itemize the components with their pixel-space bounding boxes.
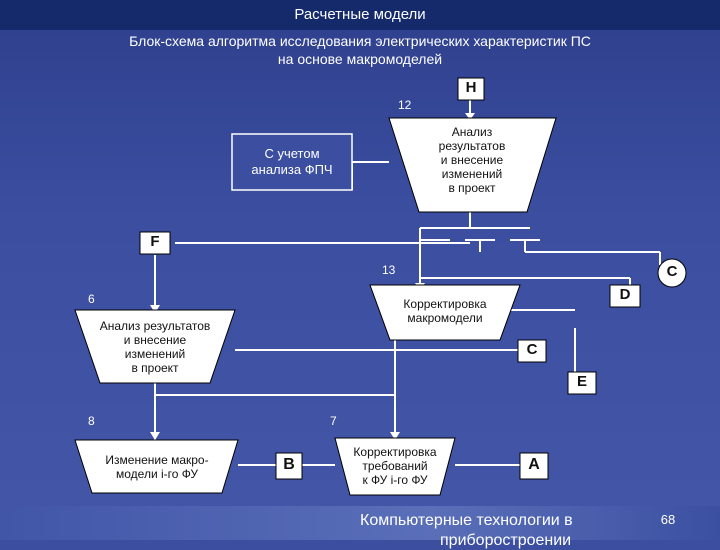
block-6-line: Анализ результатов	[99, 319, 211, 333]
block-7-line: к ФУ i-го ФУ	[362, 473, 428, 487]
block-8-line: Изменение макро-	[105, 453, 209, 467]
block-7-requirements	[334, 437, 456, 496]
connector-c-right-circle	[657, 258, 687, 288]
connector-a: A	[528, 456, 540, 473]
arrow-to-block7	[390, 432, 400, 440]
subtitle-line-2: на основе макромоделей	[277, 51, 443, 67]
fpch-note-line: С учетом	[264, 146, 320, 161]
block-13-correction	[369, 284, 521, 341]
block-12-line: и внесение	[440, 153, 504, 167]
block-8-text: Изменение макро- модели i-го ФУ	[82, 453, 232, 481]
connector-e: E	[576, 373, 587, 390]
block-6-line: и внесение	[123, 333, 187, 347]
connector-f-box	[139, 231, 171, 255]
block-7-line: требований	[362, 459, 428, 473]
slide-title: Расчетные модели	[294, 6, 426, 23]
connector-c-mid-box	[517, 339, 547, 363]
connector-c-right: C	[666, 263, 678, 280]
block-7-text: Корректировка требований к ФУ i-го ФУ	[337, 445, 453, 487]
block-6-text: Анализ результатов и внесение изменений …	[80, 319, 230, 375]
diagram-subtitle: Блок-схема алгоритма исследования электр…	[60, 32, 660, 68]
connector-b: B	[283, 456, 295, 473]
arrow-to-block8	[150, 432, 160, 440]
step-number-6: 6	[88, 292, 95, 306]
subtitle-line-1: Блок-схема алгоритма исследования электр…	[129, 33, 591, 49]
header-band	[0, 0, 720, 30]
step-number-12: 12	[398, 98, 412, 112]
fpch-note-text: С учетом анализа ФПЧ	[236, 146, 348, 178]
connector-e-box	[567, 371, 597, 395]
block-12-text: Анализ результатов и внесение изменений …	[402, 125, 542, 195]
footer-course-title-line2: приборостроении	[440, 532, 572, 549]
connector-c-mid: C	[526, 341, 538, 358]
fpch-note-line: анализа ФПЧ	[251, 162, 333, 177]
step-number-7: 7	[330, 414, 337, 428]
connector-f: F	[150, 233, 160, 250]
block-13-line: Корректировка	[403, 297, 487, 311]
block-13-line: макромодели	[407, 311, 483, 325]
connector-h: H	[465, 79, 477, 96]
block-12-line: результатов	[438, 139, 506, 153]
page-number: 68	[660, 512, 676, 527]
connector-b-box	[275, 452, 303, 480]
block-6-line: изменений	[124, 347, 186, 361]
block-7-line: Корректировка	[353, 445, 437, 459]
block-13-text: Корректировка макромодели	[380, 297, 510, 325]
step-number-8: 8	[88, 414, 95, 428]
block-12-line: Анализ	[451, 125, 493, 139]
fpch-note-bracket	[231, 133, 353, 191]
block-8-line: модели i-го ФУ	[116, 467, 198, 481]
footer-course-title: Компьютерные технологии в	[360, 512, 573, 529]
arrow-to-block6	[150, 305, 160, 313]
arrow-to-block12	[465, 113, 475, 120]
block-12-analysis	[388, 117, 557, 213]
block-6-analysis	[74, 309, 236, 384]
connector-h-box	[457, 77, 485, 101]
footer-band	[0, 506, 720, 540]
connector-a-box	[519, 452, 549, 480]
connector-d-box	[609, 284, 641, 308]
block-12-line: в проект	[448, 181, 496, 195]
block-8-change	[74, 439, 239, 494]
connector-d: D	[619, 286, 631, 303]
block-6-line: в проект	[131, 361, 179, 375]
block-12-line: изменений	[441, 167, 503, 181]
step-number-13: 13	[382, 263, 396, 277]
